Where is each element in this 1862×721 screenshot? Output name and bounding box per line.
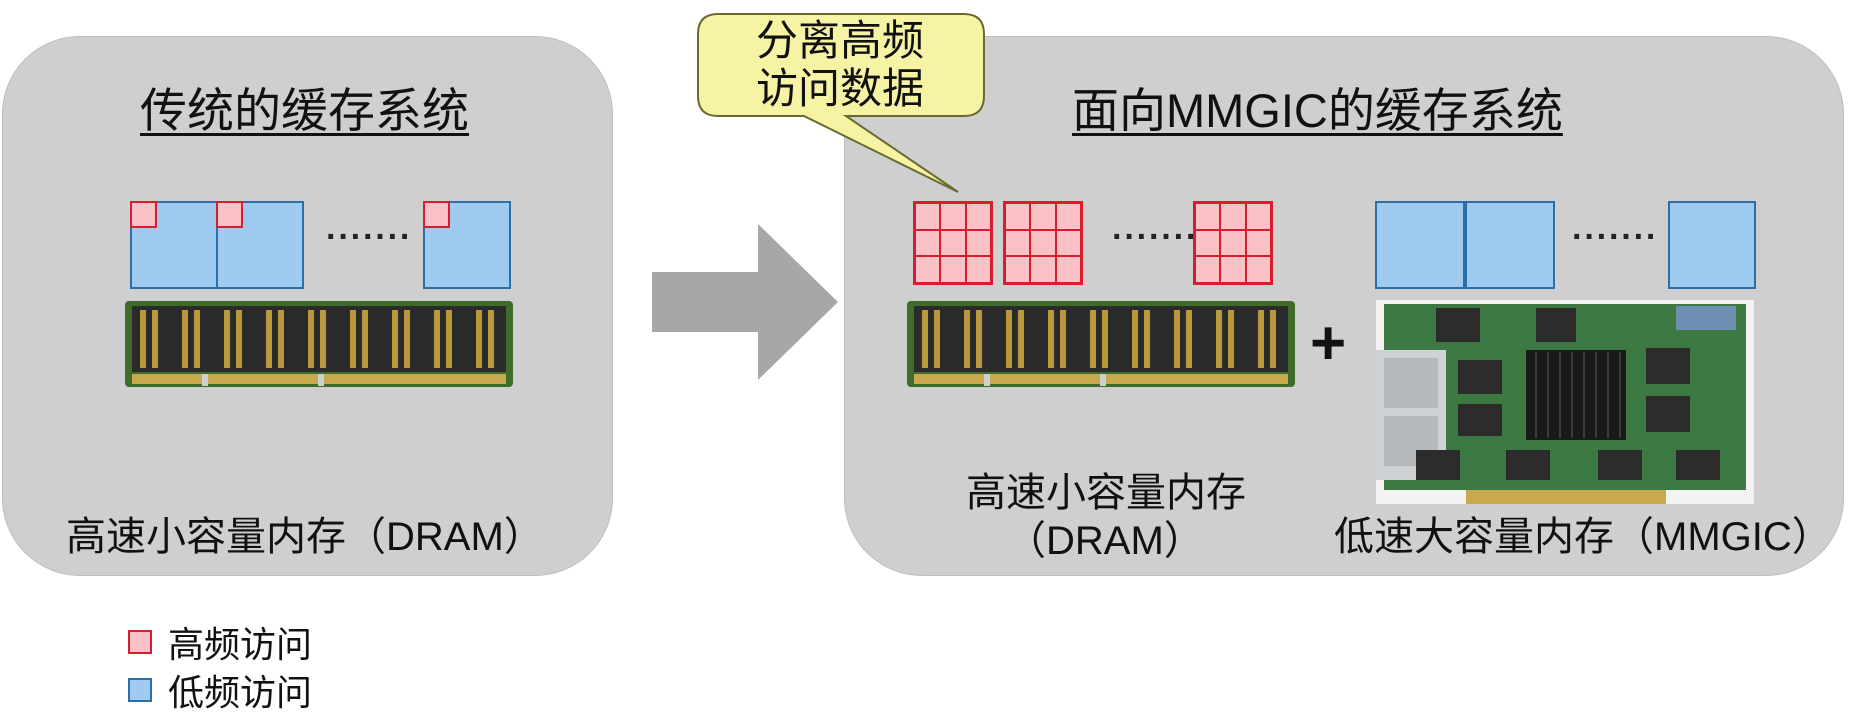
hot-data-corner bbox=[130, 201, 157, 228]
cold-data-block bbox=[1375, 201, 1465, 289]
plus-sign: + bbox=[1310, 309, 1347, 378]
ellipsis-dots: ······· bbox=[1112, 218, 1199, 256]
memory-block-cold bbox=[423, 201, 511, 289]
hot-data-block bbox=[913, 201, 993, 285]
cold-data-block bbox=[1668, 201, 1756, 289]
cold-data-block bbox=[1465, 201, 1555, 289]
high-frequency-swatch bbox=[128, 630, 152, 654]
legend-high-frequency: 高频访问 bbox=[128, 616, 312, 668]
mmgic-caption: 低速大容量内存（MMGIC） bbox=[1334, 515, 1832, 559]
legend-low-label: 低频访问 bbox=[168, 672, 313, 713]
dram-caption-line-1: 高速小容量内存 bbox=[966, 471, 1246, 515]
hot-data-corner bbox=[423, 201, 450, 228]
ellipsis-dots: ······· bbox=[1572, 218, 1659, 256]
low-frequency-swatch bbox=[128, 678, 152, 702]
ellipsis-dots: ······· bbox=[326, 218, 413, 256]
hot-data-corner bbox=[216, 201, 243, 228]
dram-module-icon bbox=[907, 301, 1295, 387]
traditional-cache-title: 传统的缓存系统 bbox=[140, 84, 469, 137]
callout-line-2: 访问数据 bbox=[756, 65, 925, 112]
memory-block-cold bbox=[130, 201, 218, 289]
transition-arrow-icon bbox=[652, 224, 838, 380]
hot-data-block bbox=[1193, 201, 1273, 285]
hot-data-block bbox=[1003, 201, 1083, 285]
dram-caption-line-2: （DRAM） bbox=[1006, 519, 1204, 563]
mmgic-cache-title: 面向MMGIC的缓存系统 bbox=[1072, 84, 1563, 137]
dram-caption: 高速小容量内存（DRAM） bbox=[66, 515, 544, 559]
callout-line-1: 分离高频 bbox=[756, 17, 925, 64]
dram-module-icon bbox=[125, 301, 513, 387]
mmgic-board-icon bbox=[1376, 300, 1754, 504]
legend-low-frequency: 低频访问 bbox=[128, 664, 312, 716]
memory-block-cold bbox=[216, 201, 304, 289]
legend-high-label: 高频访问 bbox=[168, 624, 313, 665]
callout-bubble bbox=[697, 13, 985, 193]
